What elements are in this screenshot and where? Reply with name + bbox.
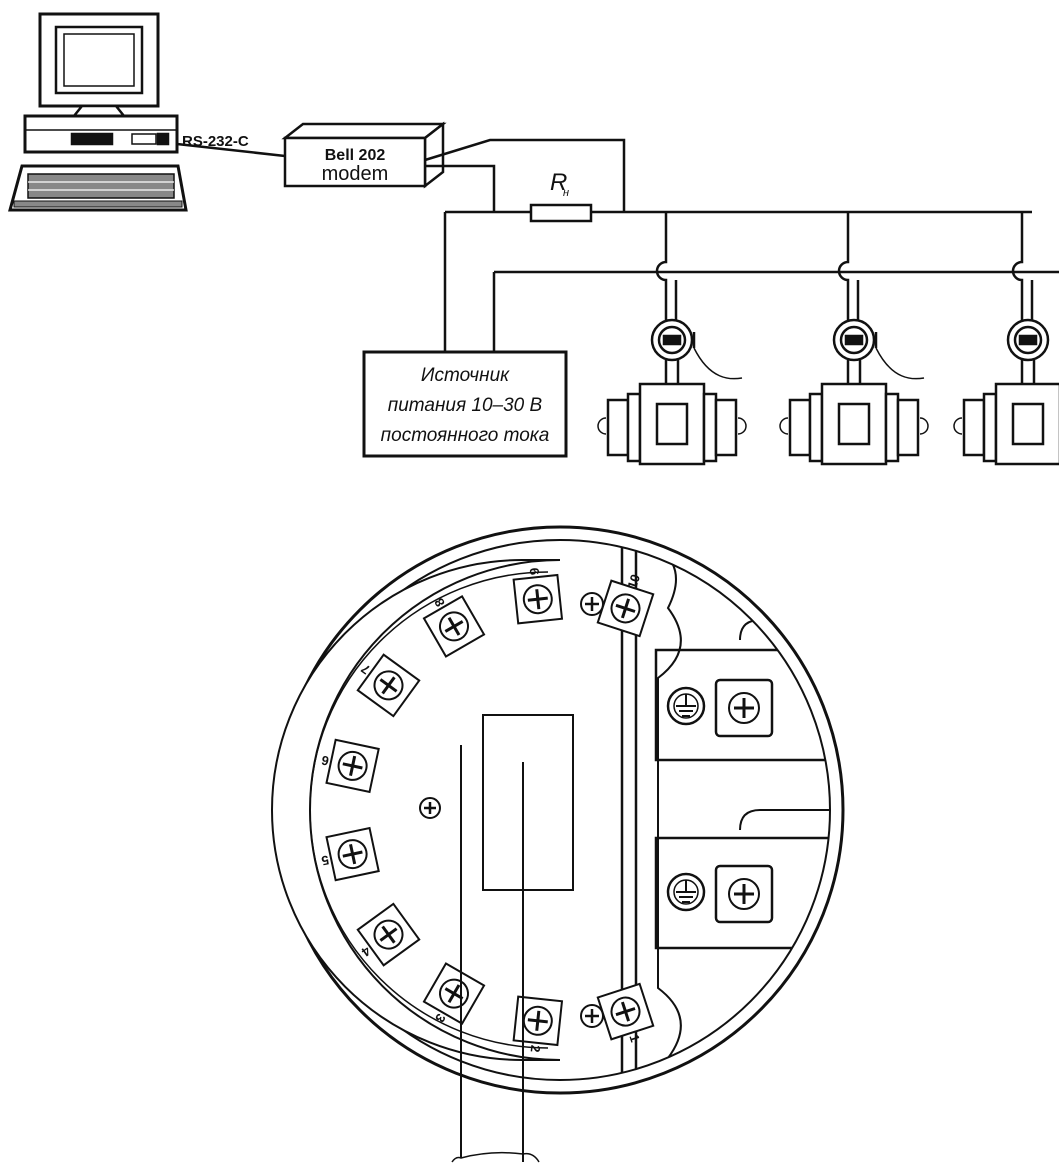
power-supply-box — [362, 350, 568, 458]
terminal-number-10: 10 — [624, 572, 643, 590]
carrier-screw-top-icon — [580, 592, 604, 616]
rs232-cable — [176, 142, 286, 158]
ground-terminal-lower-icon — [728, 878, 760, 910]
terminal-screw-6-icon — [325, 738, 380, 794]
terminal-screw-3-icon — [422, 962, 486, 1026]
drop-wire-2 — [837, 212, 850, 320]
computer-icon — [8, 12, 188, 212]
drop-wire-1 — [655, 212, 668, 320]
modem-label-line1: Bell 202 — [325, 147, 386, 164]
power-supply-line2: питания 10–30 В — [388, 395, 543, 416]
terminal-number-9: 9 — [527, 567, 543, 576]
resistor-subscript: н — [563, 187, 569, 199]
loop-cable — [451, 745, 540, 1163]
ground-screw-lower-icon — [666, 872, 706, 912]
modem-label-line2: modem — [322, 163, 389, 185]
terminal-number-6: 6 — [320, 753, 330, 769]
carrier-screw-middle-icon — [419, 797, 441, 819]
terminal-screw-8-icon — [422, 594, 486, 658]
terminal-screw-7-icon — [356, 653, 421, 718]
modem-box — [281, 121, 447, 189]
flowmeter-3 — [953, 318, 1059, 466]
terminal-screw-4-icon — [356, 902, 421, 967]
terminal-carrier — [271, 559, 561, 1061]
display-window — [482, 714, 574, 891]
terminal-screw-9-icon — [512, 573, 564, 625]
ground-terminal-upper-icon — [728, 692, 760, 724]
terminal-screw-1-icon — [596, 982, 655, 1041]
modem-lead-top — [424, 138, 626, 212]
modem-lead-bottom — [425, 164, 496, 212]
ground-screw-upper-icon — [666, 686, 706, 726]
rs232-label: RS-232-C — [182, 133, 249, 150]
terminal-screw-5-icon — [325, 826, 380, 882]
carrier-screw-bottom-icon — [580, 1004, 604, 1028]
resistor-label: R — [550, 169, 567, 196]
power-supply-line3: постоянного тока — [381, 425, 550, 446]
drop-wire-3 — [1011, 212, 1024, 320]
terminal-screw-2-icon — [512, 995, 564, 1047]
power-supply-line1: Источник — [421, 365, 510, 386]
terminal-number-5: 5 — [320, 852, 330, 868]
terminal-number-1: 1 — [626, 1032, 643, 1044]
load-resistor — [529, 203, 593, 223]
flowmeter-2 — [779, 318, 929, 466]
terminal-number-2: 2 — [528, 1044, 544, 1053]
flowmeter-1 — [597, 318, 747, 466]
terminal-screw-10-icon — [596, 579, 655, 638]
